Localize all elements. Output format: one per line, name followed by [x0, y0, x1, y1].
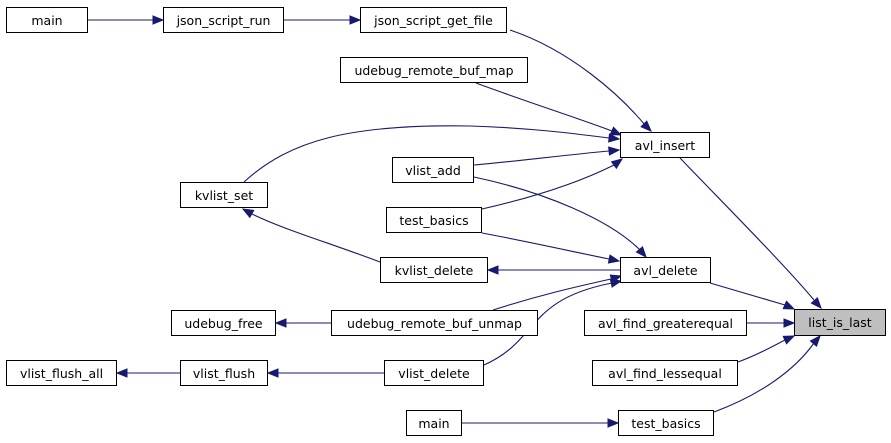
edge-buf-map-to-avl-insert — [475, 82, 623, 136]
node-json-script-get-file[interactable]: json_script_get_file — [360, 7, 507, 33]
node-test-basics-upper[interactable]: test_basics — [386, 207, 482, 233]
node-avl-find-greaterequal[interactable]: avl_find_greaterequal — [584, 310, 747, 336]
edge-kvlist-delete-to-kvlist-set — [241, 208, 381, 263]
edge-vlist-add-to-avl-insert — [473, 146, 621, 166]
node-avl-insert[interactable]: avl_insert — [620, 132, 710, 158]
edge-greaterequal-to-list-is-last — [747, 318, 796, 328]
edge-vlist-delete-to-vlist-flush — [266, 368, 384, 378]
node-main-top[interactable]: main — [6, 7, 88, 33]
edge-test-basics-to-list-is-last — [713, 334, 821, 413]
node-list-is-last: list_is_last — [794, 309, 886, 336]
edge-json-script-run-to-get-file — [284, 15, 362, 25]
node-vlist-add[interactable]: vlist_add — [392, 157, 474, 183]
node-udebug-free[interactable]: udebug_free — [171, 310, 276, 336]
edge-avl-delete-to-list-is-last — [709, 282, 796, 310]
edge-buf-unmap-to-avl-delete — [492, 274, 623, 311]
node-udebug-remote-buf-unmap[interactable]: udebug_remote_buf_unmap — [331, 310, 538, 336]
node-avl-find-lessequal[interactable]: avl_find_lessequal — [592, 360, 738, 386]
node-main-bottom[interactable]: main — [406, 410, 462, 436]
node-avl-delete[interactable]: avl_delete — [620, 257, 711, 283]
node-kvlist-delete[interactable]: kvlist_delete — [380, 257, 488, 283]
node-vlist-flush-all[interactable]: vlist_flush_all — [6, 360, 117, 386]
edge-vlist-add-to-avl-delete — [473, 176, 647, 259]
edge-test-basics-to-avl-insert — [481, 158, 624, 210]
node-kvlist-set[interactable]: kvlist_set — [180, 182, 268, 208]
edge-kvlist-set-to-avl-insert — [243, 125, 621, 183]
node-json-script-run[interactable]: json_script_run — [163, 7, 284, 33]
edge-unmap-to-udebug-free — [274, 318, 331, 328]
edge-get-file-to-avl-insert — [509, 29, 652, 132]
edge-vlist-flush-to-vlist-flush-all — [115, 368, 180, 378]
edge-test-basics-to-avl-delete — [481, 232, 621, 264]
node-vlist-delete[interactable]: vlist_delete — [384, 360, 484, 386]
node-vlist-flush[interactable]: vlist_flush — [180, 360, 268, 386]
edge-main-to-test-basics — [462, 418, 620, 428]
edge-avl-insert-to-list-is-last — [679, 157, 822, 310]
node-udebug-remote-buf-map[interactable]: udebug_remote_buf_map — [340, 57, 528, 83]
node-test-basics-lower[interactable]: test_basics — [618, 410, 714, 436]
edge-lessequal-to-list-is-last — [737, 335, 796, 363]
edge-main-to-json-script-run — [88, 15, 165, 25]
edge-avl-delete-to-kvlist-delete — [486, 265, 620, 275]
